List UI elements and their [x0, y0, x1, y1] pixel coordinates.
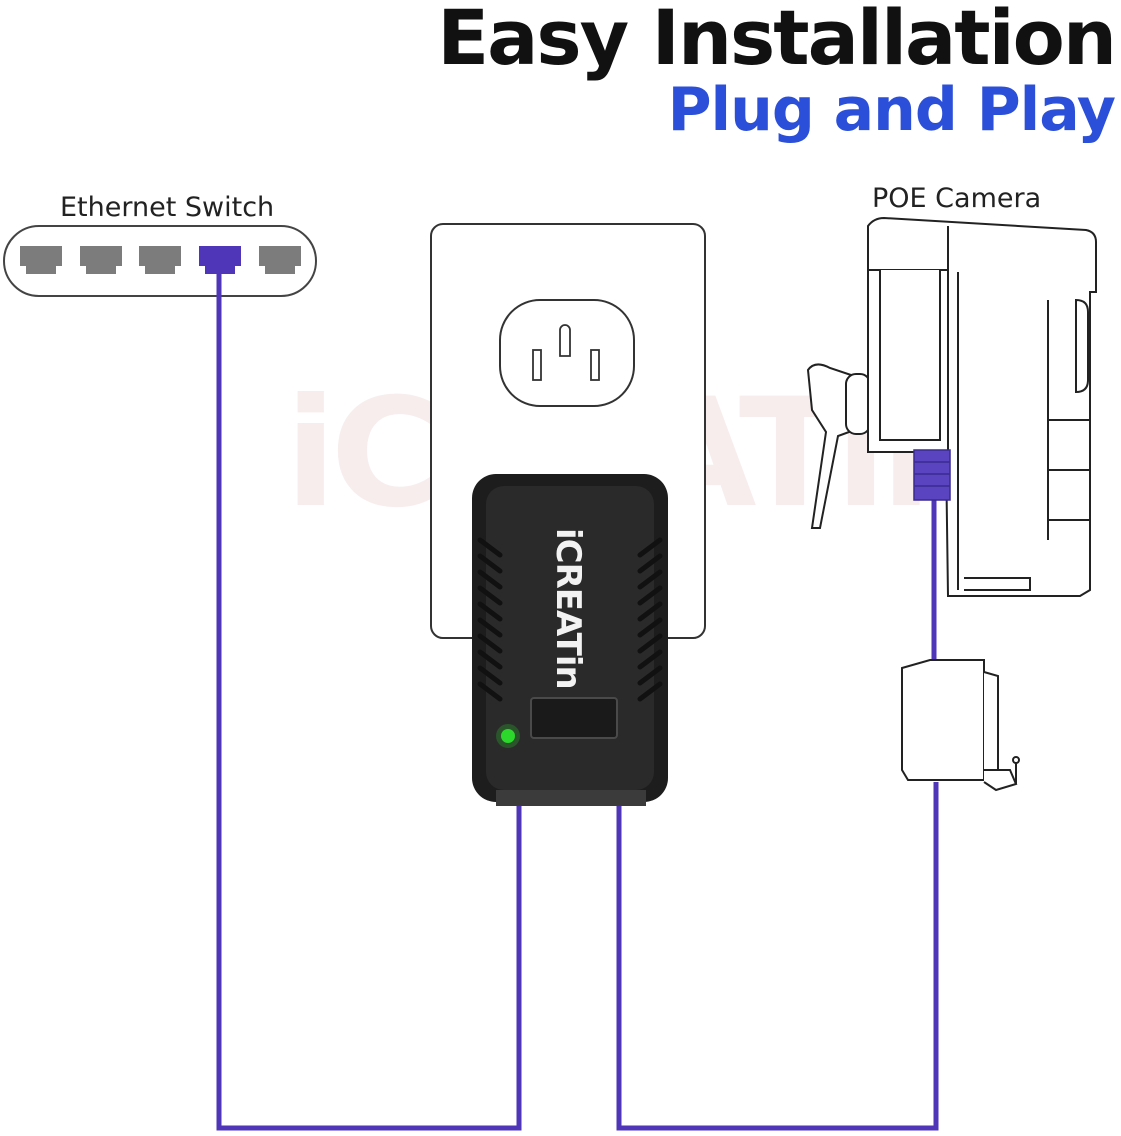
poe-splitter-box — [901, 659, 1020, 792]
switch-port-3-icon — [139, 246, 181, 274]
switch-port-1-icon — [20, 246, 62, 274]
left-vent-icon — [477, 537, 503, 702]
poe-camera-label: POE Camera — [872, 183, 1042, 214]
power-led-icon — [501, 729, 515, 743]
power-outlet-icon — [499, 299, 635, 407]
switch-port-4-active-icon — [199, 246, 241, 274]
poe-injector: iCREATin — [472, 474, 668, 806]
right-vent-icon — [637, 537, 663, 702]
ethernet-switch — [3, 225, 317, 297]
switch-port-2-icon — [80, 246, 122, 274]
power-switch-button — [530, 697, 618, 739]
poe-camera-illustration — [806, 216, 1097, 597]
switch-port-5-icon — [259, 246, 301, 274]
cable-switch-to-injector — [216, 274, 522, 1131]
injector-brand-label: iCREATin — [548, 528, 588, 689]
page-subtitle: Plug and Play — [667, 75, 1116, 145]
cable-injector-to-camera — [616, 782, 939, 1131]
page-title: Easy Installation — [437, 0, 1117, 82]
ethernet-switch-label: Ethernet Switch — [60, 192, 275, 223]
